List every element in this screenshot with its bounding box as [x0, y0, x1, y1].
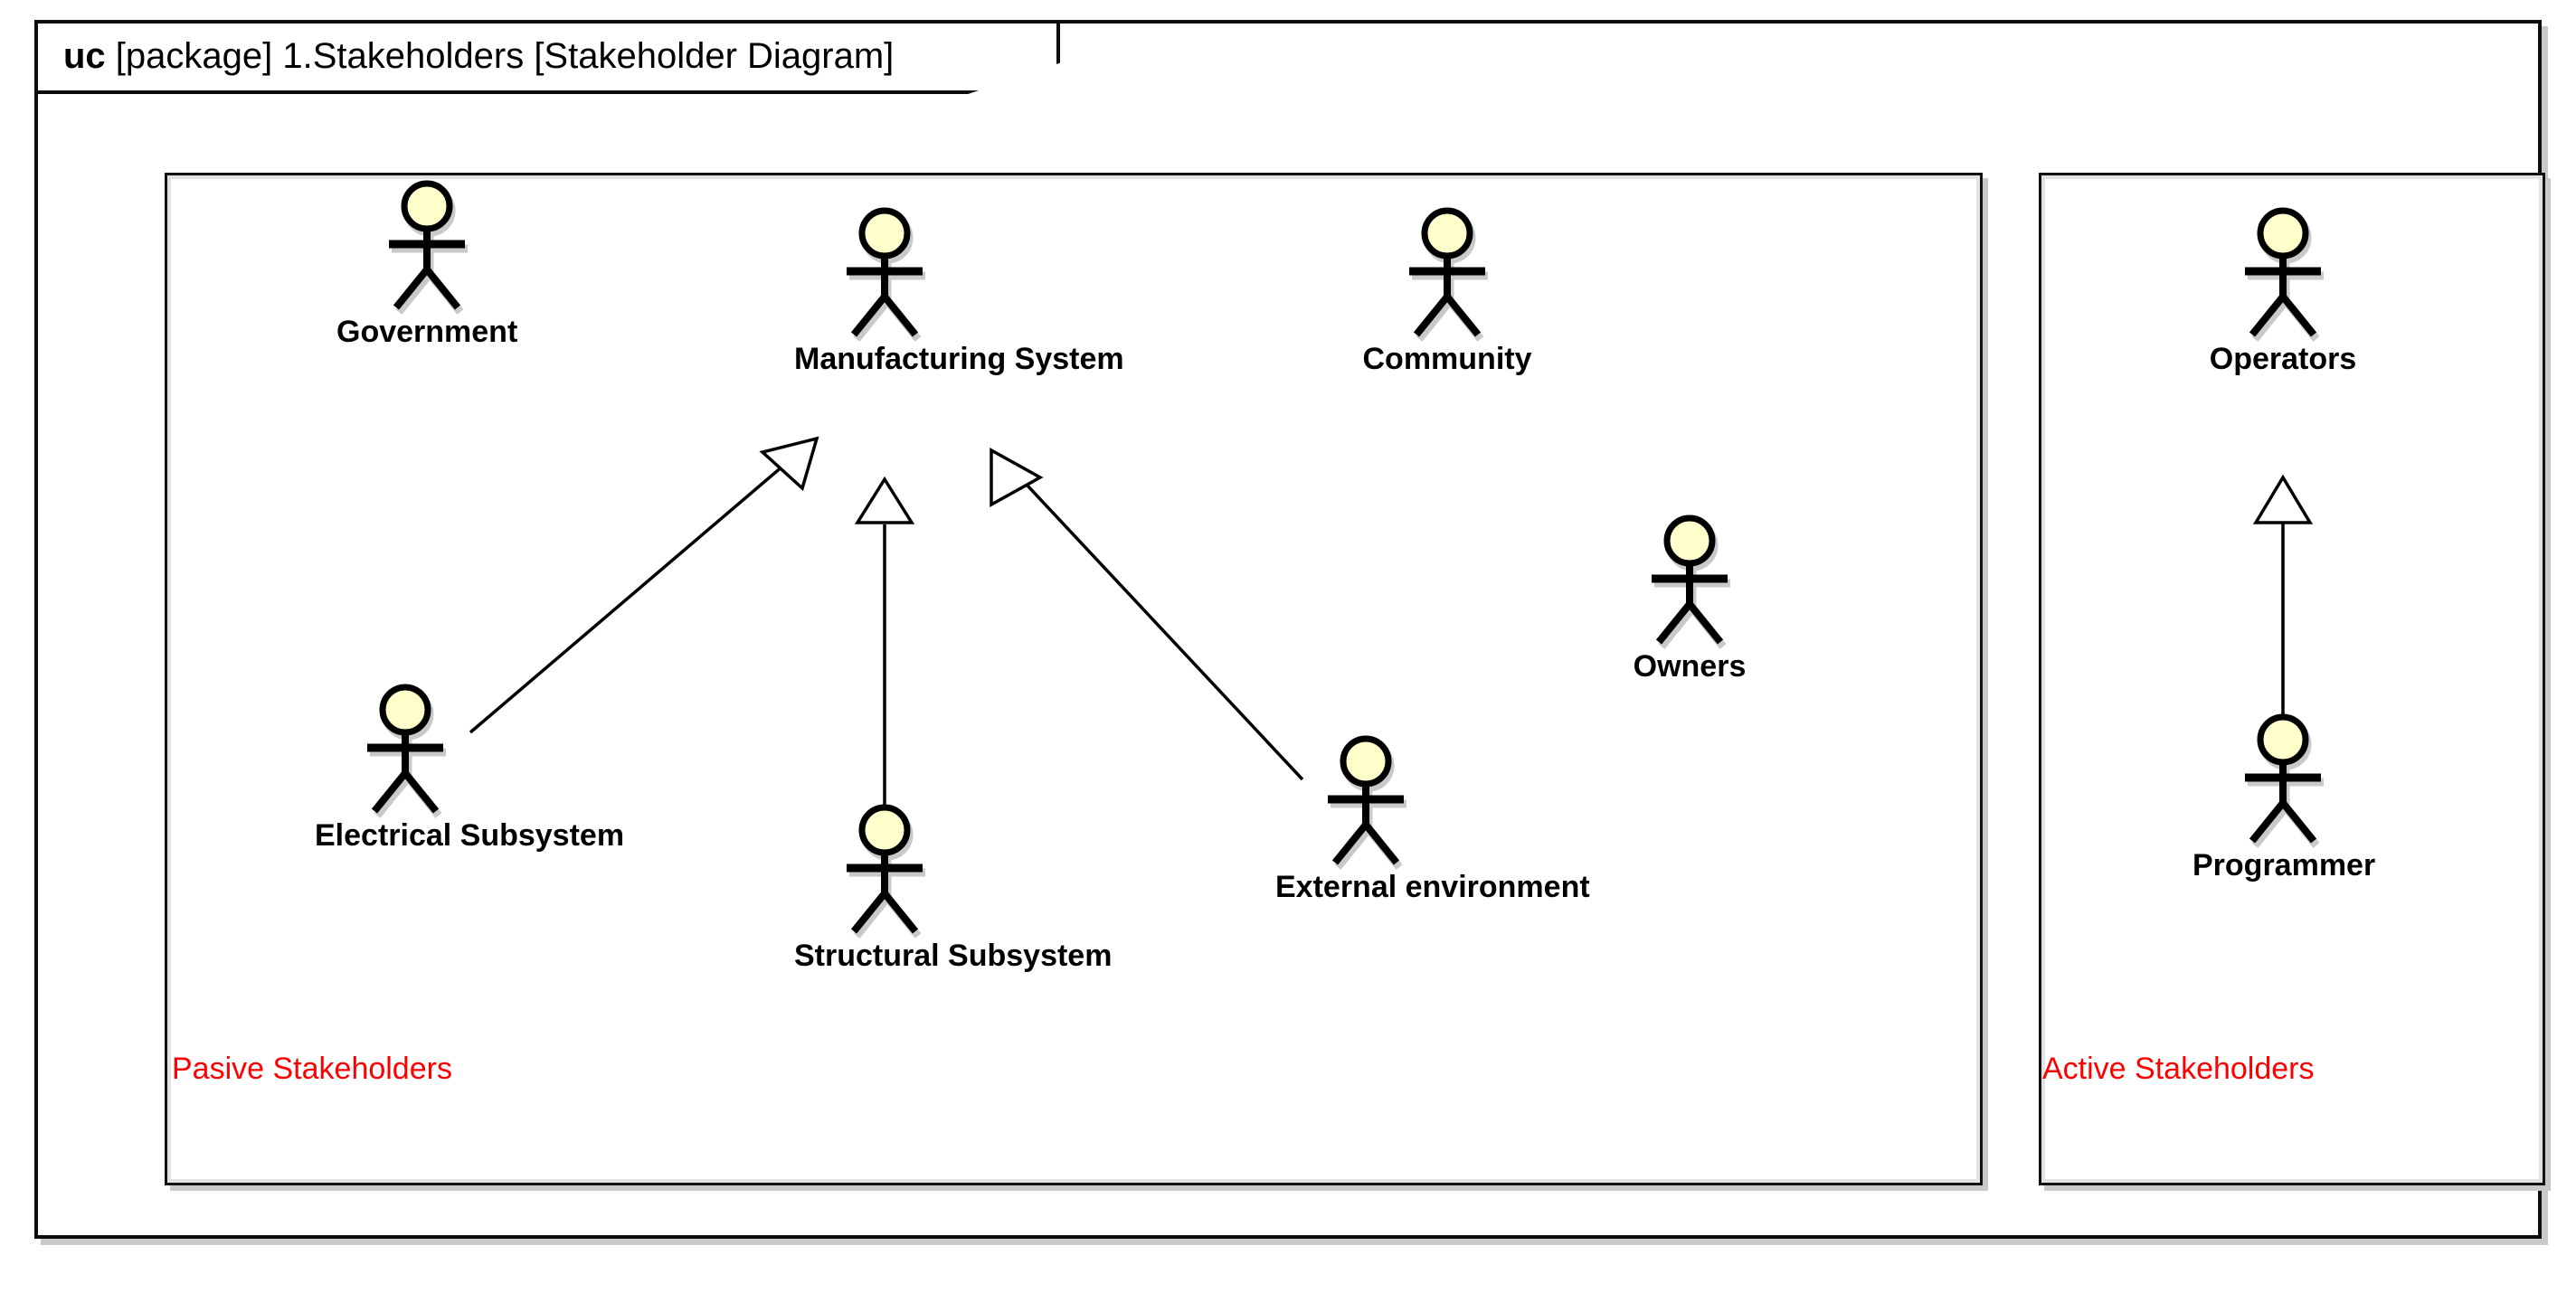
actor-figure-icon — [2192, 713, 2373, 848]
actor-figure-icon — [794, 206, 975, 342]
frame-title: uc [package] 1.Stakeholders [Stakeholder… — [63, 36, 894, 77]
frame-title-keyword: uc — [63, 36, 106, 76]
actor-label: Manufacturing System — [794, 342, 1124, 376]
actor-community[interactable]: Community — [1357, 206, 1538, 374]
frame-name-tab: uc [package] 1.Stakeholders [Stakeholder… — [38, 24, 1060, 94]
actor-figure-icon — [336, 179, 517, 315]
actor-label: Programmer — [2192, 848, 2376, 882]
actor-label: Owners — [1633, 649, 1747, 684]
actor-programmer[interactable]: Programmer — [2192, 713, 2376, 882]
actor-manufacturing-system[interactable]: Manufacturing System — [794, 206, 1124, 376]
package-active-stakeholders[interactable] — [2039, 173, 2545, 1185]
actor-owners[interactable]: Owners — [1599, 514, 1780, 682]
actor-label: Community — [1362, 342, 1532, 376]
actor-external-environment[interactable]: External environment — [1275, 734, 1590, 904]
uml-diagram-frame: uc [package] 1.Stakeholders [Stakeholder… — [34, 20, 2545, 1239]
note-passive-stakeholders: Pasive Stakeholders — [172, 1052, 452, 1086]
actor-figure-icon — [2192, 206, 2373, 342]
actor-figure-icon — [1357, 206, 1538, 342]
actor-electrical-subsystem[interactable]: Electrical Subsystem — [315, 683, 625, 853]
actor-operators[interactable]: Operators — [2192, 206, 2373, 374]
frame-title-rest: [package] 1.Stakeholders [Stakeholder Di… — [105, 36, 895, 76]
actor-structural-subsystem[interactable]: Structural Subsystem — [794, 803, 1113, 973]
actor-figure-icon — [315, 683, 496, 818]
actor-label: External environment — [1275, 870, 1590, 904]
actor-label: Operators — [2209, 342, 2357, 376]
note-active-stakeholders: Active Stakeholders — [2042, 1052, 2315, 1086]
actor-label: Electrical Subsystem — [315, 818, 625, 853]
actor-government[interactable]: Government — [336, 179, 517, 347]
actor-figure-icon — [1275, 734, 1456, 870]
actor-label: Structural Subsystem — [794, 939, 1113, 973]
actor-label: Government — [336, 315, 518, 349]
actor-figure-icon — [1599, 514, 1780, 649]
actor-figure-icon — [794, 803, 975, 939]
